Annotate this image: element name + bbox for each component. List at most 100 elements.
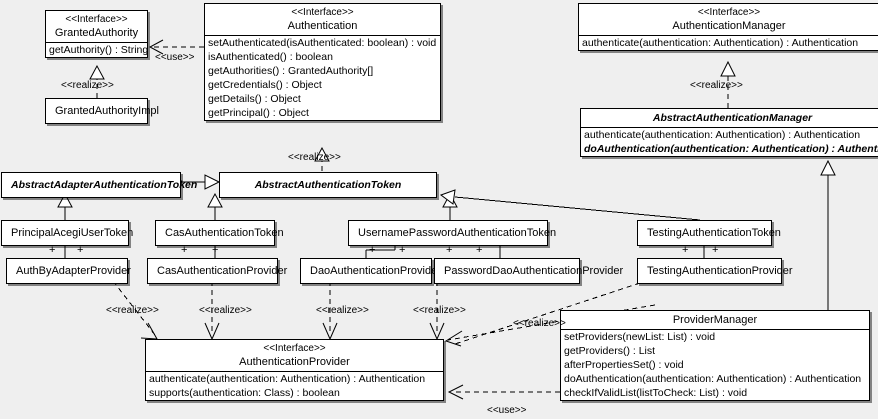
class-name: CasAuthenticationToken <box>165 227 284 239</box>
association-plus: + <box>181 244 188 256</box>
class-name: AbstractAuthenticationManager <box>652 112 813 124</box>
association-plus: + <box>49 244 56 256</box>
class-password-dao-authentication-provider[interactable]: PasswordDaoAuthenticationProvider <box>434 258 624 284</box>
member-row: getAuthority() : String <box>49 44 149 56</box>
class-header: <<Interface>> GrantedAuthority <box>46 11 147 42</box>
stereotype-label: <<Interface>> <box>65 14 128 25</box>
class-name: DaoAuthenticationProvider <box>310 265 441 277</box>
class-auth-by-adapter-provider[interactable]: AuthByAdapterProvider <box>6 258 131 284</box>
class-name: ProviderManager <box>672 314 758 326</box>
class-header: TestingAuthenticationToken <box>638 221 781 245</box>
class-name: GrantedAuthorityImpl <box>55 105 159 117</box>
class-name: UsernamePasswordAuthenticationToken <box>358 227 557 239</box>
association-plus: + <box>446 244 453 256</box>
class-cas-authentication-token[interactable]: CasAuthenticationToken <box>155 220 284 246</box>
class-header: ProviderManager <box>561 311 869 329</box>
member-row: doAuthentication(authentication: Authent… <box>584 143 878 155</box>
edge-label-realize-provider-2: <<realize>> <box>199 305 252 316</box>
member-row: setProviders(newList: List) : void <box>564 331 716 343</box>
class-header: PrincipalAcegiUserToken <box>2 221 134 245</box>
class-name: AuthenticationManager <box>672 20 786 32</box>
class-name: PrincipalAcegiUserToken <box>11 227 134 239</box>
association-plus: + <box>369 244 376 256</box>
class-abstract-adapter-authentication-token[interactable]: AbstractAdapterAuthenticationToken <box>1 172 198 198</box>
members-compartment: getAuthority() : String <box>46 42 149 57</box>
class-header: AbstractAuthenticationManager <box>581 109 878 127</box>
member-row: authenticate(authentication: Authenticat… <box>582 37 859 49</box>
class-authentication-provider[interactable]: <<Interface>> AuthenticationProvider aut… <box>145 339 444 401</box>
member-row: isAuthenticated() : boolean <box>208 51 333 63</box>
class-authentication-manager[interactable]: <<Interface>> AuthenticationManager auth… <box>578 3 878 51</box>
class-abstract-authentication-manager[interactable]: AbstractAuthenticationManager authentica… <box>580 108 878 157</box>
class-cas-authentication-provider[interactable]: CasAuthenticationProvider <box>147 258 288 284</box>
class-name: PasswordDaoAuthenticationProvider <box>444 265 624 277</box>
class-name: AuthByAdapterProvider <box>16 265 131 277</box>
class-header: GrantedAuthorityImpl <box>46 99 159 123</box>
class-testing-authentication-provider[interactable]: TestingAuthenticationProvider <box>637 258 793 284</box>
class-name: AuthenticationProvider <box>239 356 350 368</box>
member-row: getPrincipal() : Object <box>208 107 309 119</box>
member-row: doAuthentication(authentication: Authent… <box>564 373 862 385</box>
member-row: supports(authentication: Class) : boolea… <box>149 387 340 399</box>
class-header: TestingAuthenticationProvider <box>638 259 793 283</box>
class-abstract-authentication-token[interactable]: AbstractAuthenticationToken <box>219 172 437 198</box>
class-header: <<Interface>> AuthenticationManager <box>579 4 878 35</box>
class-header: PasswordDaoAuthenticationProvider <box>435 259 624 283</box>
edge-label-realize-provider-1: <<realize>> <box>106 305 159 316</box>
class-name: CasAuthenticationProvider <box>157 265 288 277</box>
member-row: getDetails() : Object <box>208 93 301 105</box>
members-compartment: authenticate(authentication: Authenticat… <box>146 371 443 400</box>
member-row: setAuthenticated(isAuthenticated: boolea… <box>208 37 437 49</box>
class-header: CasAuthenticationToken <box>156 221 284 245</box>
class-name: Authentication <box>287 20 358 32</box>
member-row: checkIfValidList(listToCheck: List) : vo… <box>564 387 748 399</box>
edge-label-realize-provider-4: <<realize>> <box>413 305 466 316</box>
edge-label-realize-authentication: <<realize>> <box>288 152 341 163</box>
class-name: AbstractAdapterAuthenticationToken <box>11 179 198 191</box>
stereotype-label: <<Interface>> <box>697 7 761 18</box>
class-name: TestingAuthenticationProvider <box>647 265 793 277</box>
stereotype-label: <<Interface>> <box>263 343 326 354</box>
stereotype-label: <<Interface>> <box>291 7 354 18</box>
edge-label-realize-provider-3: <<realize>> <box>316 305 369 316</box>
association-plus: + <box>712 244 719 256</box>
class-dao-authentication-provider[interactable]: DaoAuthenticationProvider <box>300 258 441 284</box>
class-username-password-authentication-token[interactable]: UsernamePasswordAuthenticationToken <box>348 220 557 246</box>
class-provider-manager[interactable]: ProviderManager setProviders(newList: Li… <box>560 310 870 401</box>
edge-label-realize-authentication-manager: <<realize>> <box>690 80 743 91</box>
class-name: AbstractAuthenticationToken <box>254 179 402 191</box>
class-header: <<Interface>> Authentication <box>205 4 440 35</box>
members-compartment: setAuthenticated(isAuthenticated: boolea… <box>205 35 440 120</box>
edge-label-realize-provider-5: <<realize>> <box>513 318 566 329</box>
association-plus: + <box>399 244 406 256</box>
association-plus: + <box>212 244 219 256</box>
class-testing-authentication-token[interactable]: TestingAuthenticationToken <box>637 220 781 246</box>
member-row: getAuthorities() : GrantedAuthority[] <box>208 65 374 77</box>
edge-label-use-provider-manager: <<use>> <box>487 405 527 416</box>
member-row: authenticate(authentication: Authenticat… <box>149 373 426 385</box>
class-header: DaoAuthenticationProvider <box>301 259 441 283</box>
class-granted-authority[interactable]: <<Interface>> GrantedAuthority getAuthor… <box>45 10 148 58</box>
class-principal-acegi-user-token[interactable]: PrincipalAcegiUserToken <box>1 220 134 246</box>
class-authentication[interactable]: <<Interface>> Authentication setAuthenti… <box>204 3 441 121</box>
class-header: AbstractAuthenticationToken <box>220 173 436 197</box>
association-plus: + <box>476 244 483 256</box>
class-header: AuthByAdapterProvider <box>7 259 131 283</box>
member-row: authenticate(authentication: Authenticat… <box>584 129 861 141</box>
edge-label-use-granted-authority: <<use>> <box>155 52 195 63</box>
class-header: CasAuthenticationProvider <box>148 259 288 283</box>
association-plus: + <box>77 244 84 256</box>
class-header: <<Interface>> AuthenticationProvider <box>146 340 443 371</box>
class-name: GrantedAuthority <box>54 27 139 39</box>
class-granted-authority-impl[interactable]: GrantedAuthorityImpl <box>45 98 159 124</box>
members-compartment: setProviders(newList: List) : void getPr… <box>561 329 869 400</box>
member-row: afterPropertiesSet() : void <box>564 359 684 371</box>
member-row: getCredentials() : Object <box>208 79 322 91</box>
class-header: AbstractAdapterAuthenticationToken <box>2 173 198 197</box>
edge-label-realize-granted-authority: <<realize>> <box>61 80 114 91</box>
member-row: getProviders() : List <box>564 345 656 357</box>
class-header: UsernamePasswordAuthenticationToken <box>349 221 557 245</box>
members-compartment: authenticate(authentication: Authenticat… <box>579 35 878 50</box>
association-plus: + <box>682 244 689 256</box>
